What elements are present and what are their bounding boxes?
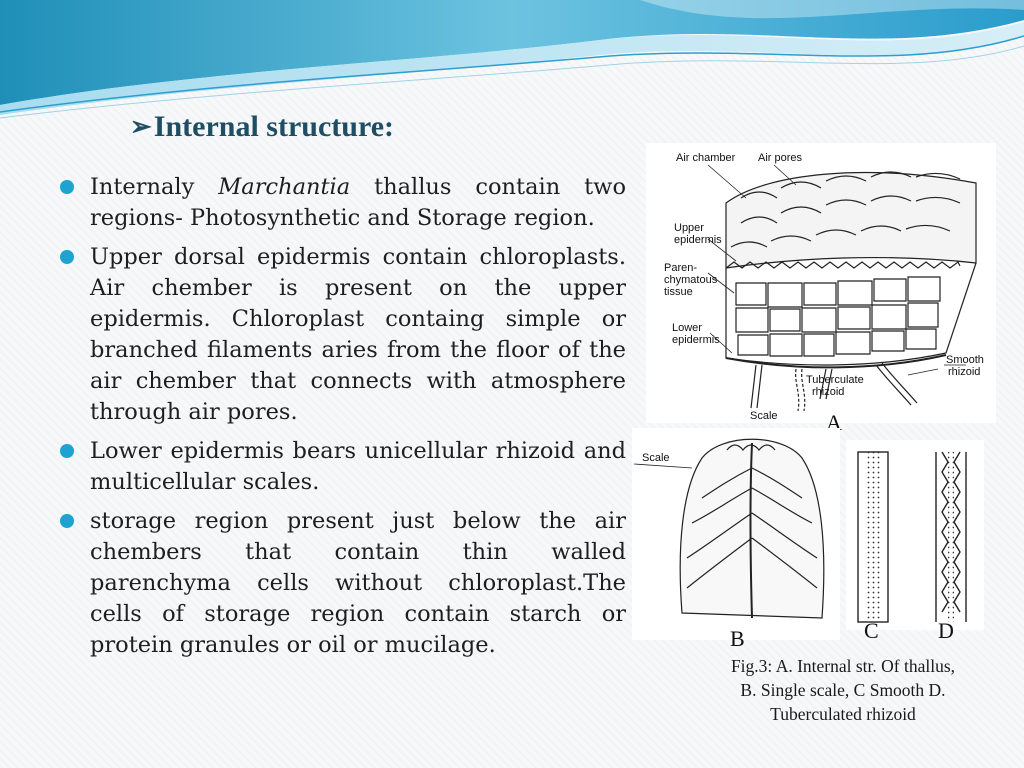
figure-letter-c: C bbox=[864, 618, 879, 643]
bullet-item: Internaly Marchantia thallus contain two… bbox=[56, 172, 626, 234]
caption-line: Fig.3: A. Internal str. Of thallus, bbox=[730, 656, 956, 676]
label-lower-epidermis: epidermis bbox=[672, 334, 720, 346]
label-parenchymatous: tissue bbox=[664, 286, 693, 298]
figure-letter-b: B bbox=[730, 626, 745, 651]
label-air-pores: Air pores bbox=[758, 152, 803, 164]
label-lower-epidermis: Lower bbox=[672, 322, 702, 334]
label-air-chamber: Air chamber bbox=[676, 152, 736, 164]
label-tuberculate-rhizoid: Tuberculate bbox=[806, 374, 864, 386]
figure-a-thallus-section: Air chamber Air pores Upper epidermis Pa… bbox=[646, 143, 996, 423]
label-scale-b: Scale bbox=[642, 452, 670, 464]
figure-cd-rhizoids bbox=[846, 440, 984, 630]
bullet-list: Internaly Marchantia thallus contain two… bbox=[56, 172, 626, 669]
label-scale: Scale bbox=[750, 410, 778, 422]
caption-line: B. Single scale, C Smooth D. bbox=[740, 680, 946, 700]
italic-term: Marchantia bbox=[218, 174, 351, 200]
label-smooth-rhizoid: Smooth bbox=[946, 354, 984, 366]
label-parenchymatous: chymatous bbox=[664, 274, 718, 286]
label-upper-epidermis: epidermis bbox=[674, 234, 722, 246]
slide-title: ➢ Internal structure: bbox=[130, 110, 394, 144]
figure-caption: Fig.3: A. Internal str. Of thallus, B. S… bbox=[700, 654, 986, 726]
label-parenchymatous: Paren- bbox=[664, 262, 697, 274]
bullet-text: thallus contain two regions- Photosynthe… bbox=[90, 174, 626, 231]
label-tuberculate-rhizoid: rhizoid bbox=[812, 386, 844, 398]
label-upper-epidermis: Upper bbox=[674, 222, 704, 234]
figure-letter-d: D bbox=[938, 618, 954, 643]
arrow-bullet-icon: ➢ bbox=[130, 112, 152, 141]
label-smooth-rhizoid: rhizoid bbox=[948, 366, 980, 378]
figure-b-scale: Scale bbox=[632, 428, 840, 640]
bullet-text: Internaly bbox=[90, 174, 219, 200]
bullet-item: storage region present just below the ai… bbox=[56, 506, 626, 661]
bullet-item: Upper dorsal epidermis contain chloropla… bbox=[56, 242, 626, 428]
caption-line: Tuberculated rhizoid bbox=[770, 704, 916, 724]
header-wave bbox=[0, 0, 1024, 119]
bullet-item: Lower epidermis bears unicellular rhizoi… bbox=[56, 436, 626, 498]
slide-title-text: Internal structure: bbox=[153, 110, 395, 143]
